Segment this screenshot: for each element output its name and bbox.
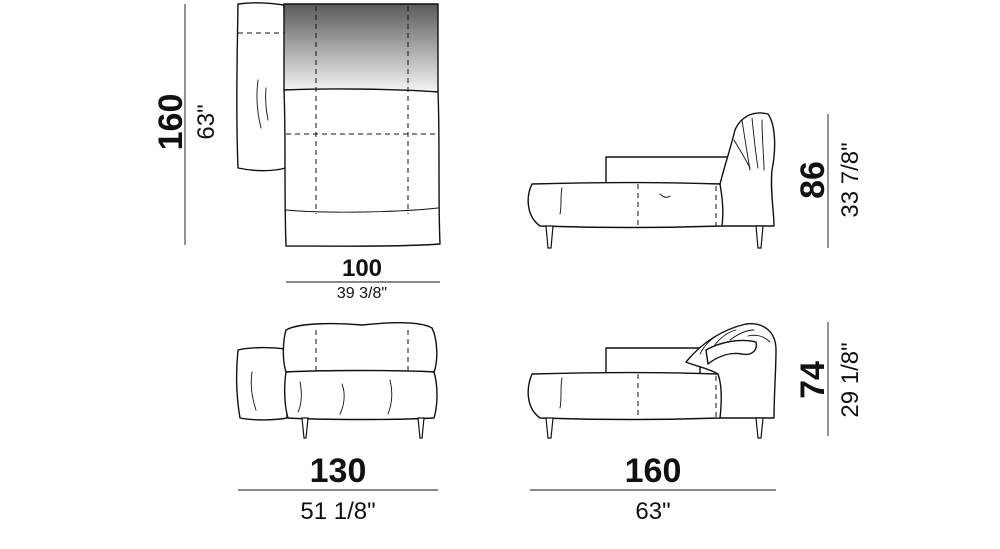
side-view-reclined-seat	[527, 371, 724, 421]
side-view-length-in: 63"	[635, 498, 670, 525]
top-view-drawing	[236, 2, 441, 247]
front-view-drawing	[235, 322, 438, 439]
side-view-reclined-height-in: 29 1/8"	[837, 342, 864, 417]
side-view-reclined-height-cm: 74	[794, 361, 832, 399]
side-view-upright-back-cushion	[605, 156, 731, 185]
front-view-width-cm: 130	[310, 452, 367, 490]
side-view-upright-height-cm: 86	[794, 161, 832, 199]
side-view-upright-seat	[527, 181, 726, 229]
front-view-width-in: 51 1/8"	[300, 498, 375, 525]
front-view-arm	[235, 346, 288, 421]
side-view-reclined-back-cushion	[605, 347, 701, 375]
side-view-length-cm: 160	[625, 452, 682, 490]
top-view-arm	[236, 2, 287, 172]
side-view-upright-backrest	[719, 112, 776, 227]
top-view-seat	[283, 88, 441, 247]
top-view-height-cm: 160	[152, 94, 190, 151]
front-view-backrest	[282, 322, 438, 373]
side-view-upright-drawing	[527, 112, 776, 249]
side-view-reclined-drawing	[527, 323, 777, 439]
front-view-seat	[283, 369, 438, 421]
side-view-upright-height-in: 33 7/8"	[837, 142, 864, 217]
top-view-backrest	[283, 3, 439, 93]
top-view-width-in: 39 3/8"	[337, 285, 387, 302]
top-view-width-cm: 100	[342, 255, 382, 282]
top-view-height-in: 63"	[193, 104, 220, 139]
